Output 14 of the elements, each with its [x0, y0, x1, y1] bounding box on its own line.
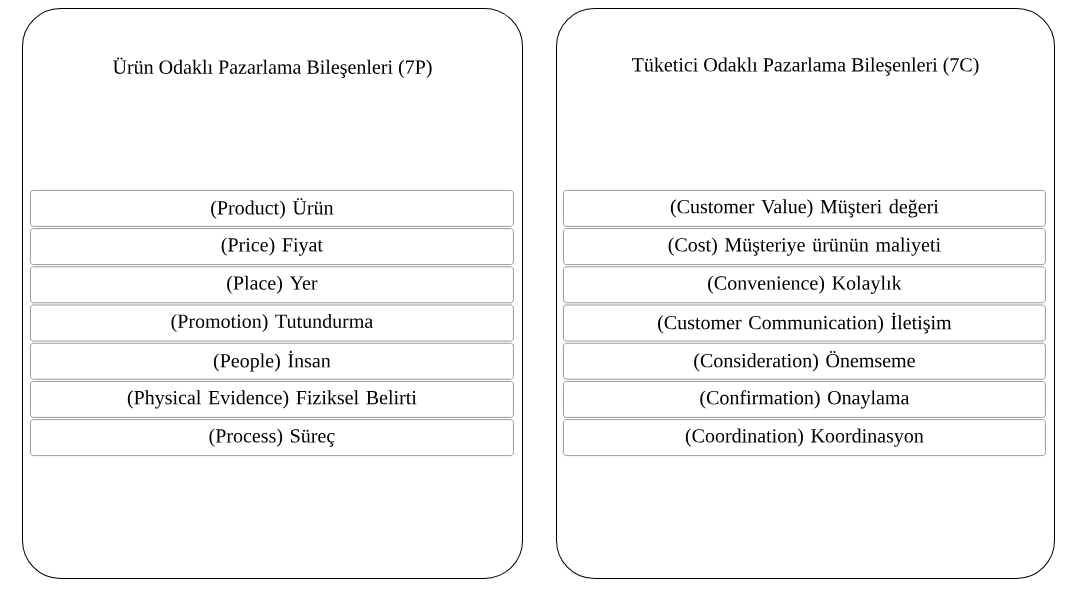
list-item-box: (Place) Yer [30, 266, 514, 304]
list-item-box: (Physical Evidence) Fiziksel Belirti [30, 381, 514, 418]
list-item-box: (Convenience) Kolaylık [563, 266, 1046, 304]
list-item-box: (Confirmation) Onaylama [563, 381, 1046, 418]
list-item-box: (Process) Süreç [30, 419, 514, 456]
list-item-box: (Customer Value) Müşteri değeri [563, 190, 1046, 227]
list-item-box: (Price) Fiyat [30, 228, 514, 265]
list-item-box: (Consideration) Önemseme [563, 342, 1046, 380]
list-item-box: (Cost) Müşteriye ürünün maliyeti [563, 228, 1046, 265]
list-item-box: (Customer Communication) İletişim [563, 304, 1046, 342]
list-item-box: (Coordination) Koordinasyon [563, 419, 1046, 456]
list-item-box: (People) İnsan [30, 342, 514, 380]
list-item-box: (Product) Ürün [30, 190, 514, 227]
list-item-box: (Promotion) Tutundurma [30, 304, 514, 342]
